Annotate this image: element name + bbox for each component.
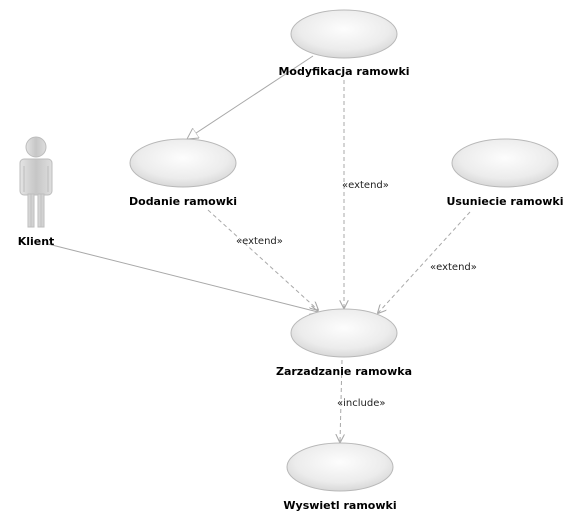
association-line <box>47 243 318 312</box>
actor-right-leg <box>37 193 45 228</box>
use-case-label-wyswietl: Wyswietl ramowki <box>283 499 396 512</box>
extend-label-modyfikacja: «extend» <box>342 180 389 191</box>
use-case-dodanie[interactable] <box>129 138 237 188</box>
actor-label-klient: Klient <box>18 235 55 248</box>
extend-label-dodanie: «extend» <box>236 236 283 247</box>
generalization-line <box>187 55 314 139</box>
use-case-label-zarzadzanie: Zarzadzanie ramowka <box>276 365 412 378</box>
actor-left-leg <box>27 193 35 228</box>
use-case-label-usuniecie: Usuniecie ramowki <box>446 195 563 208</box>
include-label-wyswietl: «include» <box>337 398 385 409</box>
use-case-label-dodanie: Dodanie ramowki <box>129 195 237 208</box>
use-case-label-modyfikacja: Modyfikacja ramowki <box>278 65 409 78</box>
use-case-wyswietl[interactable] <box>286 442 394 492</box>
actor-head <box>25 136 47 158</box>
use-case-usuniecie[interactable] <box>451 138 559 188</box>
use-case-zarzadzanie[interactable] <box>290 308 398 358</box>
use-case-modyfikacja[interactable] <box>290 9 398 59</box>
extend-line-usuniecie <box>378 211 471 313</box>
extend-line-dodanie <box>207 209 318 310</box>
extend-label-usuniecie: «extend» <box>430 262 477 273</box>
actor-body <box>19 158 53 196</box>
actor-klient[interactable] <box>19 136 53 228</box>
